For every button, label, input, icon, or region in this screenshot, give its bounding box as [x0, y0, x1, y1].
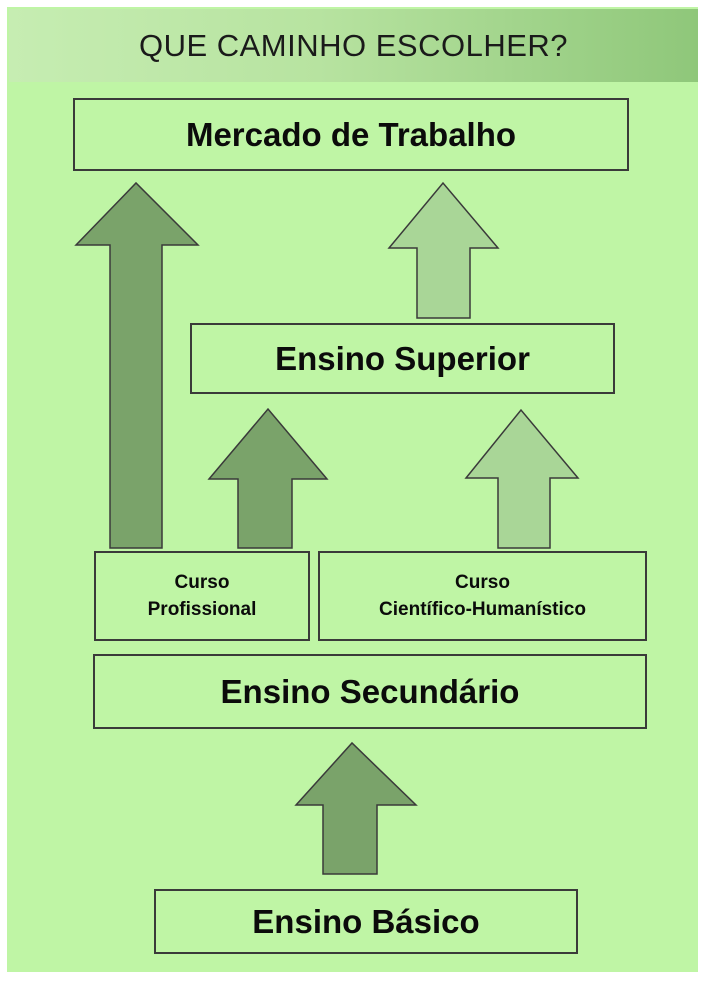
label-ensino-basico: Ensino Básico	[252, 902, 480, 940]
box-curso-cientifico-humanistico: Curso Científico-Humanístico	[318, 551, 647, 641]
label-ensino-superior: Ensino Superior	[275, 339, 530, 377]
label-ensino-secundario: Ensino Secundário	[220, 672, 520, 710]
box-mercado-de-trabalho: Mercado de Trabalho	[73, 98, 629, 171]
arrow-profissional-to-mercado	[74, 181, 200, 549]
arrow-basico-to-secundario	[294, 741, 418, 875]
label-curso-cientifico-line1: Curso	[455, 572, 510, 593]
arrow-superior-to-mercado	[387, 181, 500, 319]
arrow-cientifico-to-superior	[464, 408, 580, 549]
diagram-title: QUE CAMINHO ESCOLHER?	[138, 27, 569, 63]
box-ensino-superior: Ensino Superior	[190, 323, 615, 394]
label-curso-cientifico-line2: Científico-Humanístico	[379, 599, 586, 620]
label-curso-profissional-line1: Curso	[174, 572, 230, 593]
arrow-profissional-to-superior	[207, 407, 329, 549]
title-banner: QUE CAMINHO ESCOLHER?	[9, 9, 698, 82]
label-curso-profissional-line2: Profissional	[147, 599, 257, 620]
box-ensino-secundario: Ensino Secundário	[93, 654, 647, 729]
box-ensino-basico: Ensino Básico	[154, 889, 578, 954]
box-curso-profissional: Curso Profissional	[94, 551, 310, 641]
label-mercado-de-trabalho: Mercado de Trabalho	[185, 115, 517, 153]
